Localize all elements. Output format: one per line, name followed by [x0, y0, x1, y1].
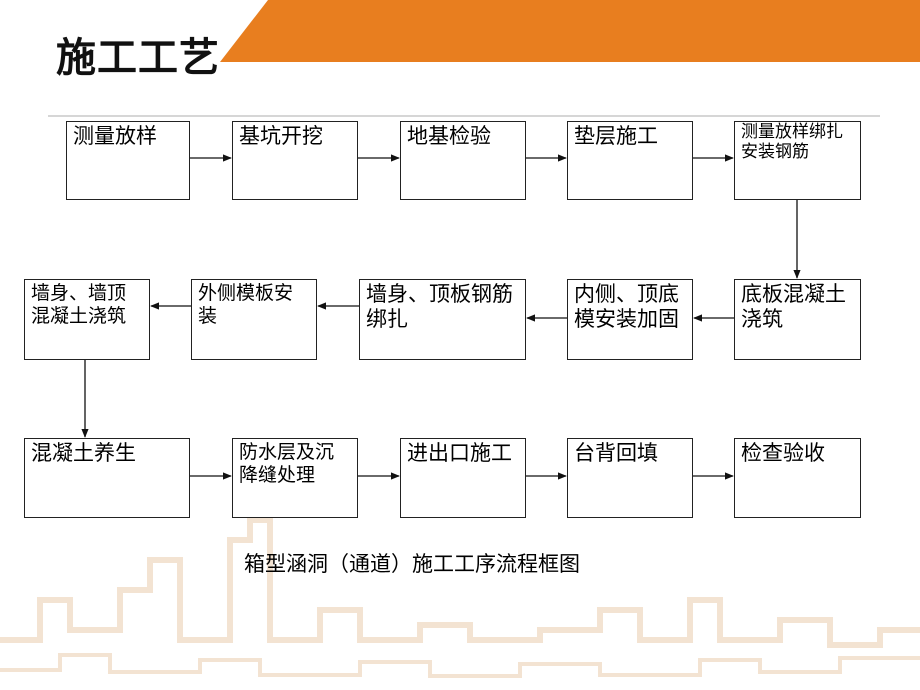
- step-box: 外侧模板安装: [191, 279, 317, 360]
- diagram-caption: 箱型涵洞（通道）施工工序流程框图: [244, 552, 580, 576]
- skyline-decoration-2: [0, 653, 920, 678]
- step-box: 底板混凝土浇筑: [734, 279, 861, 360]
- step-box: 检查验收: [734, 438, 861, 518]
- step-box: 地基检验: [400, 121, 526, 200]
- step-box: 基坑开挖: [232, 121, 358, 200]
- step-box: 混凝土养生: [24, 438, 190, 518]
- step-box: 墙身、顶板钢筋绑扎: [359, 279, 526, 360]
- skyline-decoration: [0, 517, 920, 648]
- step-box: 内侧、顶底模安装加固: [567, 279, 693, 360]
- step-box: 防水层及沉降缝处理: [232, 438, 358, 518]
- step-box: 墙身、墙顶混凝土浇筑: [24, 279, 150, 360]
- step-box: 测量放样: [66, 121, 190, 200]
- step-box: 垫层施工: [567, 121, 693, 200]
- step-box: 进出口施工: [400, 438, 526, 518]
- slide-title: 施工工艺: [56, 35, 220, 81]
- orange-banner: [220, 0, 920, 62]
- step-box: 测量放样绑扎安装钢筋: [734, 121, 861, 200]
- step-box: 台背回填: [567, 438, 693, 518]
